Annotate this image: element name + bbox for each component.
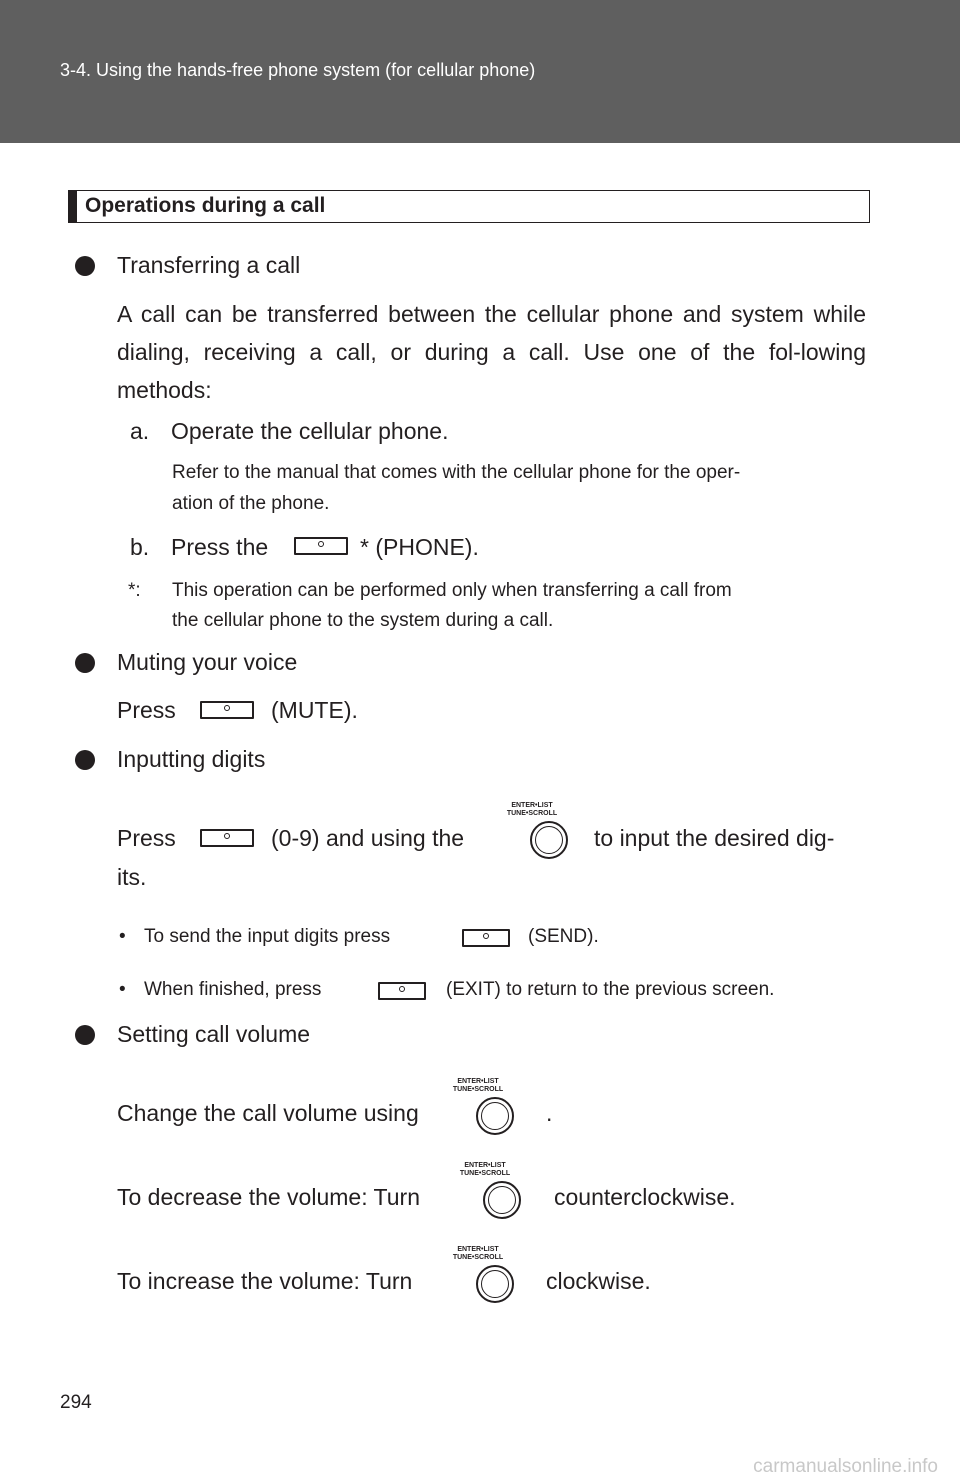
section-marker-bar xyxy=(69,191,77,222)
digits-mid: (0-9) and using the xyxy=(271,825,465,851)
knob-label-bottom: TUNE•SCROLL xyxy=(459,1170,511,1177)
footnote-line2: the cellular phone to the system during … xyxy=(172,610,554,631)
knob-label-top: ENTER•LIST xyxy=(464,1162,506,1169)
method-b-post: * (PHONE). xyxy=(360,534,479,560)
knob-label-top: ENTER•LIST xyxy=(457,1246,499,1253)
digits-tail: its. xyxy=(117,864,147,890)
footnote-mark: *: xyxy=(128,580,141,601)
volume-line3-pre: To increase the volume: Turn xyxy=(117,1268,413,1294)
tip2-pre: When finished, press xyxy=(144,979,322,1000)
watermark: carmanualsonline.info xyxy=(753,1456,938,1477)
volume-line1-pre: Change the call volume using xyxy=(117,1100,419,1126)
exit-button-icon xyxy=(378,982,426,1000)
transfer-heading: Transferring a call xyxy=(117,252,301,278)
mute-button-icon xyxy=(200,701,254,719)
footnote-line1: This operation can be performed only whe… xyxy=(172,580,732,601)
method-a-text: Operate the cellular phone. xyxy=(171,418,449,444)
send-button-icon xyxy=(462,929,510,947)
method-b-pre: Press the xyxy=(171,534,269,560)
transfer-body: A call can be transferred between the ce… xyxy=(117,301,866,403)
knob-label-top: ENTER•LIST xyxy=(511,802,553,809)
mute-heading: Muting your voice xyxy=(117,649,298,675)
tip1-pre: To send the input digits press xyxy=(144,926,391,947)
tip2-post: (EXIT) to return to the previous screen. xyxy=(446,979,775,1000)
section-heading-box: Operations during a call xyxy=(68,190,870,223)
knob-label-bottom: TUNE•SCROLL xyxy=(452,1254,504,1261)
volume-heading: Setting call volume xyxy=(117,1021,311,1047)
bullet-icon xyxy=(75,1025,95,1045)
mute-post: (MUTE). xyxy=(271,697,358,723)
method-a-note-line1: Refer to the manual that comes with the … xyxy=(172,462,741,483)
digits-heading: Inputting digits xyxy=(117,746,266,772)
digits-post: to input the desired dig- xyxy=(594,825,835,851)
volume-line2-pre: To decrease the volume: Turn xyxy=(117,1184,420,1210)
bullet-icon xyxy=(75,653,95,673)
mute-pre: Press xyxy=(117,697,176,723)
chapter-header-band: 3-4. Using the hands-free phone system (… xyxy=(0,0,960,143)
method-a-label: a. xyxy=(130,418,150,444)
tip1-post: (SEND). xyxy=(528,926,599,947)
volume-line3-post: clockwise. xyxy=(546,1268,651,1294)
phone-button-icon xyxy=(294,537,348,555)
chapter-title: 3-4. Using the hands-free phone system (… xyxy=(60,60,536,80)
bullet-icon xyxy=(75,750,95,770)
volume-line2-post: counterclockwise. xyxy=(554,1184,736,1210)
knob-label-bottom: TUNE•SCROLL xyxy=(506,810,558,817)
knob-label-top: ENTER•LIST xyxy=(457,1078,499,1085)
section-title: Operations during a call xyxy=(85,194,326,217)
method-a-note-line2: ation of the phone. xyxy=(172,493,330,514)
tip-bullet-icon: • xyxy=(119,926,126,947)
page-number: 294 xyxy=(60,1392,92,1413)
tip-bullet-icon: • xyxy=(119,979,126,1000)
digits-pre: Press xyxy=(117,825,176,851)
volume-line1-post: . xyxy=(546,1100,553,1126)
method-b-label: b. xyxy=(130,534,150,560)
digit-button-icon xyxy=(200,829,254,847)
knob-label-bottom: TUNE•SCROLL xyxy=(452,1086,504,1093)
bullet-icon xyxy=(75,256,95,276)
